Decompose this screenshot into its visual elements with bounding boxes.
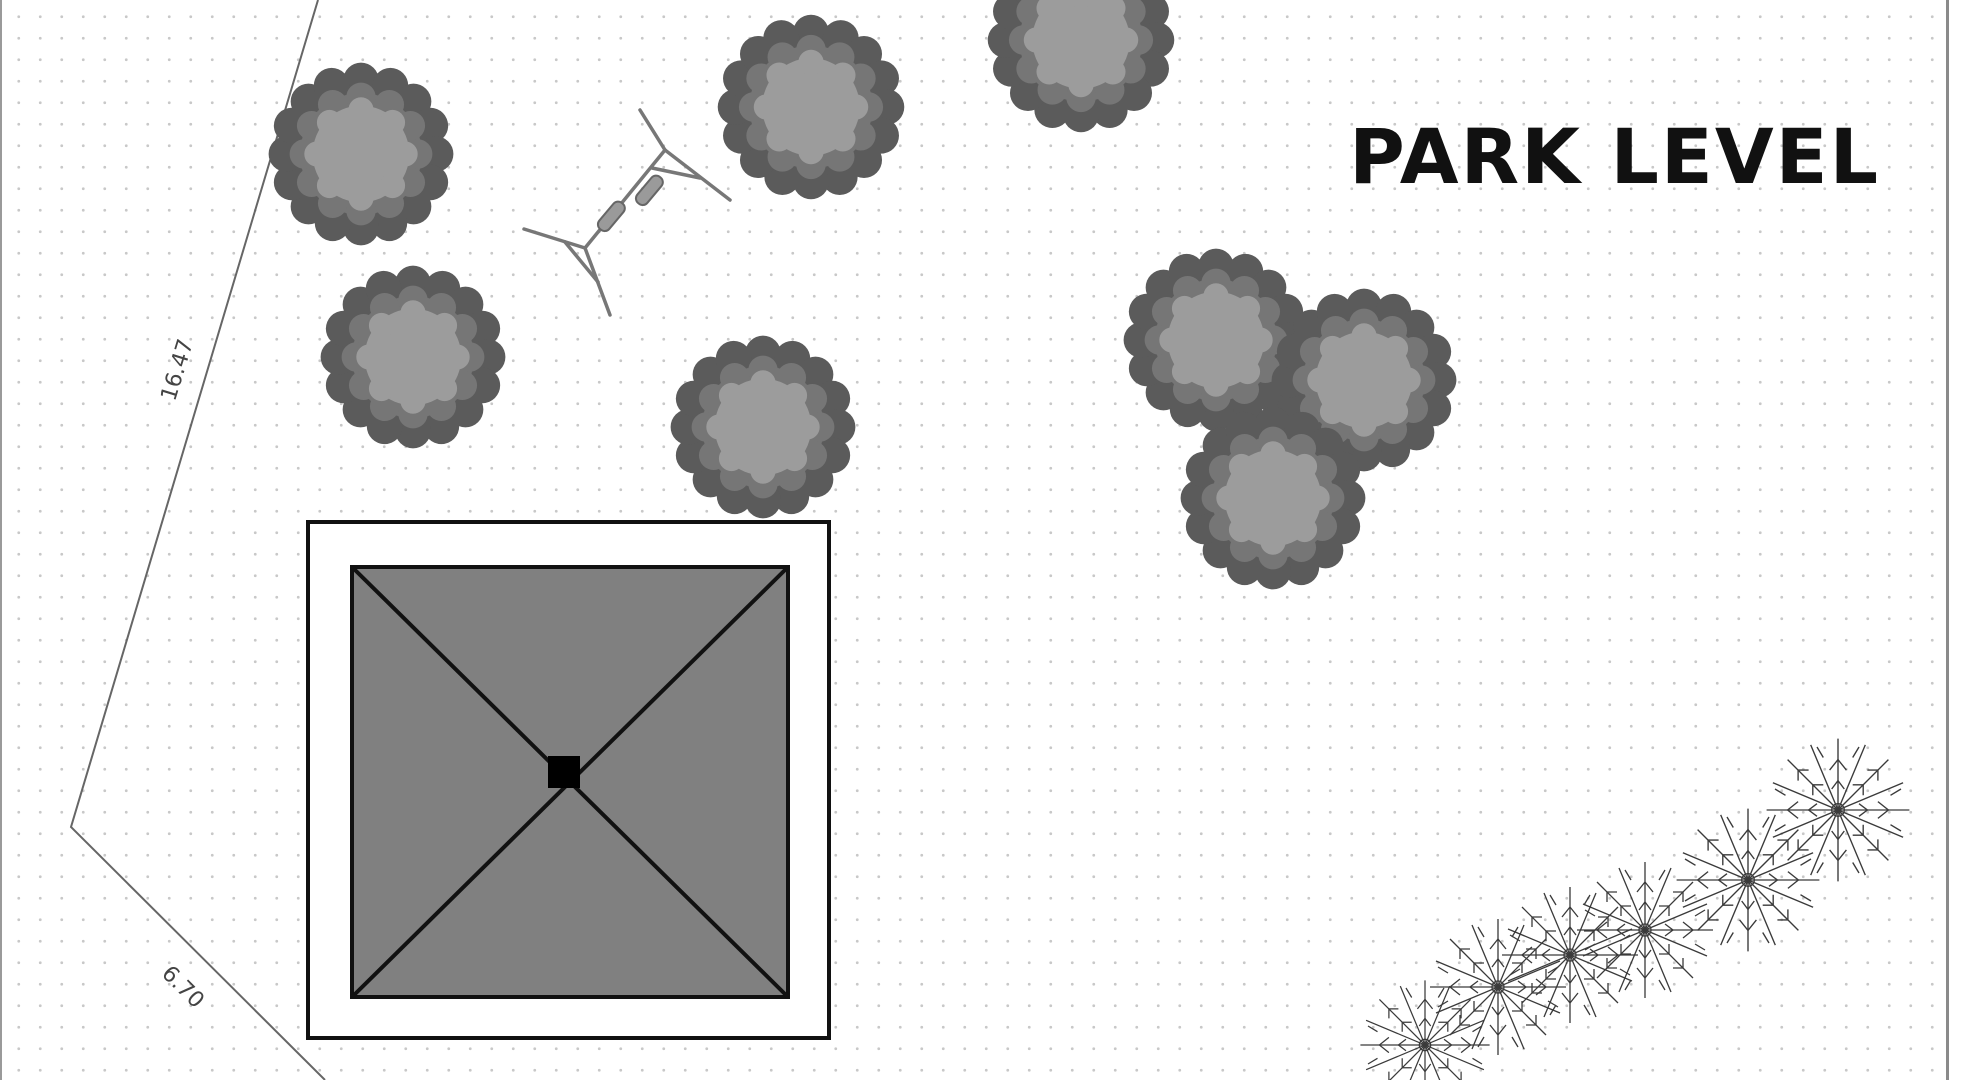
pavilion-roof-icon [306,520,831,1040]
bush-icon [670,335,856,519]
boundary-dimension-lower: 6.70 [156,961,208,1013]
frame-border-right [1946,0,1949,1080]
frame-border-left [0,0,2,1080]
plan-title: PARK LEVEL [1349,112,1880,201]
bush-icon [1180,406,1366,590]
bush-icon [987,0,1175,133]
bush-icon [268,62,454,246]
site-boundary-line [69,0,326,1080]
boundary-dimension-upper: 16.47 [157,336,199,404]
frame-margin-right [1949,0,1980,1080]
bush-icon [717,14,905,200]
conifer-hedge-icon [1359,737,1911,1080]
bush-icon [320,265,506,449]
swing-icon [522,108,732,317]
